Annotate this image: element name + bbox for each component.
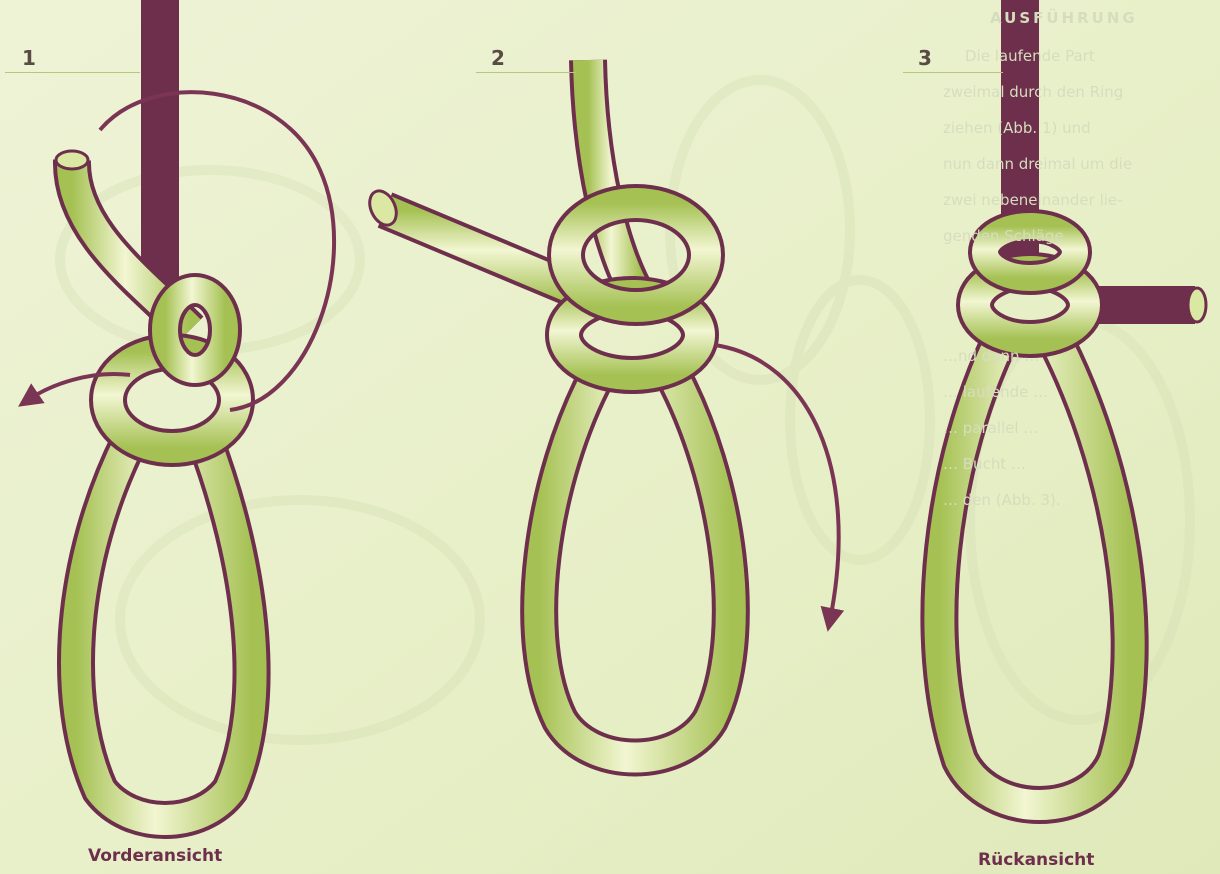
background-line: … parallel … <box>943 412 1038 444</box>
background-line: … den (Abb. 3). <box>943 484 1061 516</box>
background-line: …nd dann … <box>943 340 1039 372</box>
step-rule-2 <box>476 72 576 73</box>
caption-back-view: Rückansicht <box>978 850 1094 870</box>
background-line: ziehen (Abb. 1) und <box>943 112 1091 144</box>
step-rule-3 <box>903 72 1003 73</box>
background-heading: AUSFÜHRUNG <box>990 2 1138 34</box>
step-rule-1 <box>5 72 140 73</box>
background-line: Die laufende Part <box>965 40 1095 72</box>
background-line: zweimal durch den Ring <box>943 76 1123 108</box>
background-line: … laufende … <box>943 376 1048 408</box>
step-number-2: 2 <box>491 46 505 70</box>
background-line: … Bucht … <box>943 448 1026 480</box>
step-number-1: 1 <box>22 46 36 70</box>
caption-front-view: Vorderansicht <box>88 846 222 866</box>
background-line: zwei nebeneinander lie- <box>943 184 1123 216</box>
step-number-3: 3 <box>918 46 932 70</box>
background-line: genden Schläge <box>943 220 1064 252</box>
background-line: nun dann dreimal um die <box>943 148 1132 180</box>
step1-rope-end <box>56 151 88 169</box>
background-text-block: Die laufende Part zweimal durch den Ring… <box>935 40 1215 520</box>
